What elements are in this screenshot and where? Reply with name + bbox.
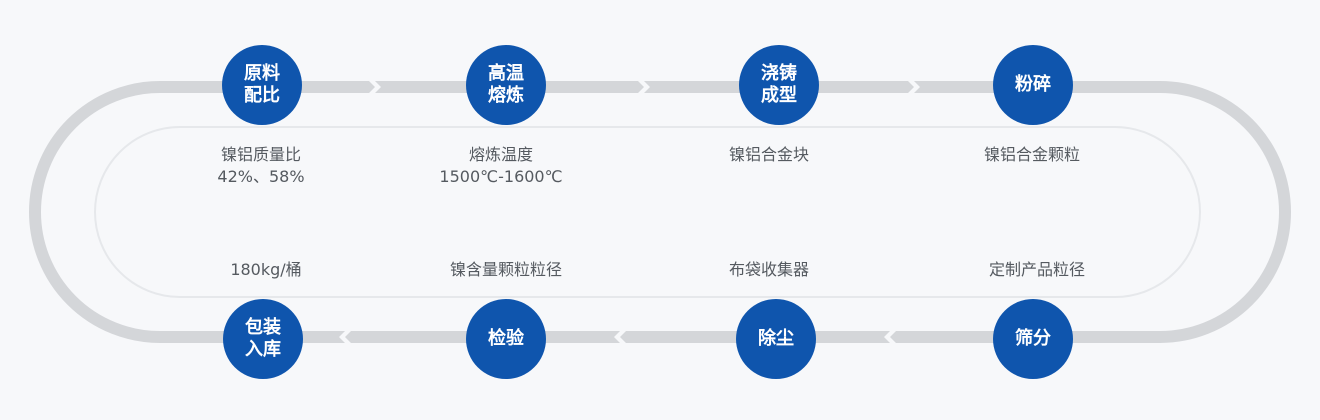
step-inspection: 检验 xyxy=(466,299,546,379)
step-dust-removal: 除尘 xyxy=(736,299,816,379)
arrow-left-icon xyxy=(339,330,352,344)
step-high-temp-smelting: 高温 熔炼 xyxy=(466,45,546,125)
arrow-left-icon xyxy=(884,330,897,344)
step-casting-desc: 镍铝合金块 xyxy=(728,145,809,164)
step-raw-material-ratio-desc: 镍铝质量比 42%、58% xyxy=(217,145,305,186)
arrow-right-icon xyxy=(368,80,381,94)
arrow-left-icon xyxy=(614,330,627,344)
step-packaging-desc: 180kg/桶 xyxy=(230,260,302,279)
step-inspection-desc: 镍含量颗粒粒径 xyxy=(449,260,562,279)
arrow-right-icon xyxy=(637,80,650,94)
arrow-right-icon xyxy=(907,80,920,94)
inner-outline xyxy=(94,126,1201,298)
step-raw-material-ratio: 原料 配比 xyxy=(222,45,302,125)
step-casting: 浇铸 成型 xyxy=(739,45,819,125)
step-packaging: 包装 入库 xyxy=(223,299,303,379)
step-crushing-desc: 镍铝合金颗粒 xyxy=(983,145,1080,164)
step-dust-removal-desc: 布袋收集器 xyxy=(728,260,809,279)
step-sieving: 筛分 xyxy=(993,299,1073,379)
step-sieving-desc: 定制产品粒径 xyxy=(988,260,1085,279)
bottom-arrows xyxy=(339,330,897,344)
step-crushing: 粉碎 xyxy=(993,45,1073,125)
loop-track xyxy=(29,81,1291,343)
step-high-temp-smelting-desc: 熔炼温度 1500℃-1600℃ xyxy=(439,145,563,186)
top-arrows xyxy=(368,80,920,94)
